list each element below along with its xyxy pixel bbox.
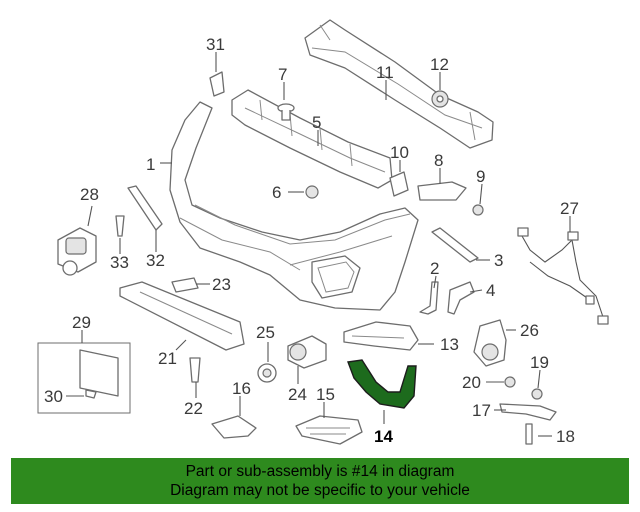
part-31-bracket[interactable] bbox=[209, 71, 225, 97]
part-22-clip[interactable] bbox=[189, 357, 201, 383]
callout-11: 11 bbox=[376, 63, 394, 82]
part-33-clip[interactable] bbox=[115, 215, 125, 237]
callout-22: 22 bbox=[184, 399, 203, 418]
callout-14-highlighted: 14 bbox=[374, 427, 393, 446]
callout-13: 13 bbox=[440, 335, 459, 354]
part-12-nut[interactable] bbox=[431, 90, 449, 108]
callout-28: 28 bbox=[80, 185, 99, 204]
part-14-highlighted[interactable] bbox=[347, 359, 417, 409]
part-5-energy-absorber[interactable] bbox=[231, 89, 393, 189]
part-10-bracket[interactable] bbox=[389, 171, 409, 197]
part-20-screw[interactable] bbox=[504, 376, 516, 388]
callout-26: 26 bbox=[520, 321, 539, 340]
callout-9: 9 bbox=[476, 167, 485, 186]
part-2-clip[interactable] bbox=[419, 281, 439, 315]
callout-2: 2 bbox=[430, 259, 439, 278]
part-28-sensor[interactable] bbox=[57, 227, 97, 276]
callout-3: 3 bbox=[494, 251, 503, 270]
part-13-bracket[interactable] bbox=[343, 321, 419, 351]
callout-labels: 1 2 3 4 5 6 7 8 9 10 11 12 13 14 15 16 1… bbox=[44, 35, 579, 446]
callout-16: 16 bbox=[232, 379, 251, 398]
callout-30: 30 bbox=[44, 387, 63, 406]
callout-32: 32 bbox=[146, 251, 165, 270]
part-15-grille[interactable] bbox=[295, 415, 363, 445]
banner-line-1: Part or sub-assembly is #14 in diagram bbox=[185, 463, 455, 480]
part-24-sensor[interactable] bbox=[287, 335, 327, 369]
callout-4: 4 bbox=[486, 281, 495, 300]
callout-24: 24 bbox=[288, 385, 307, 404]
callout-33: 33 bbox=[110, 253, 129, 272]
part-17-bracket[interactable] bbox=[499, 403, 557, 421]
part-1-bumper-cover[interactable] bbox=[169, 101, 419, 311]
info-banner: Part or sub-assembly is #14 in diagram D… bbox=[11, 458, 629, 504]
callout-6: 6 bbox=[272, 183, 281, 202]
part-11-reinforcement-beam[interactable] bbox=[304, 19, 494, 149]
part-6-screw[interactable] bbox=[305, 185, 319, 199]
callout-29: 29 bbox=[72, 313, 91, 332]
callout-5: 5 bbox=[312, 113, 321, 132]
part-3-trim-strip[interactable] bbox=[431, 227, 479, 263]
callout-12: 12 bbox=[430, 55, 449, 74]
callout-1: 1 bbox=[146, 155, 155, 174]
part-19-clip[interactable] bbox=[531, 388, 543, 400]
part-32-strip[interactable] bbox=[127, 185, 163, 231]
part-8-trim[interactable] bbox=[417, 181, 467, 201]
part-23-clip[interactable] bbox=[171, 277, 199, 293]
callout-7: 7 bbox=[278, 65, 287, 84]
part-16-fog-lamp[interactable] bbox=[211, 415, 257, 439]
part-26-sensor[interactable] bbox=[473, 319, 507, 367]
callout-19: 19 bbox=[530, 353, 549, 372]
part-9-screw[interactable] bbox=[472, 204, 484, 216]
callout-21: 21 bbox=[158, 349, 177, 368]
callout-10: 10 bbox=[390, 143, 409, 162]
part-7-push-clip[interactable] bbox=[277, 103, 295, 121]
callout-8: 8 bbox=[434, 151, 443, 170]
parts-diagram: 1 2 3 4 5 6 7 8 9 10 11 12 13 14 15 16 1… bbox=[37, 19, 609, 446]
part-18-bolt[interactable] bbox=[525, 423, 533, 445]
callout-15: 15 bbox=[316, 385, 335, 404]
part-21-undershield[interactable] bbox=[119, 281, 245, 351]
callout-25: 25 bbox=[256, 323, 275, 342]
part-25-ring[interactable] bbox=[257, 363, 277, 383]
part-4-clip[interactable] bbox=[447, 281, 475, 315]
part-27-wiring-harness[interactable] bbox=[517, 227, 609, 325]
callout-17: 17 bbox=[472, 401, 491, 420]
part-29-license-bracket-inset[interactable] bbox=[37, 342, 131, 414]
banner-line-2: Diagram may not be specific to your vehi… bbox=[170, 482, 470, 499]
callout-23: 23 bbox=[212, 275, 231, 294]
callout-31: 31 bbox=[206, 35, 225, 54]
callout-27: 27 bbox=[560, 199, 579, 218]
callout-20: 20 bbox=[462, 373, 481, 392]
leader-lines bbox=[66, 52, 571, 437]
callout-18: 18 bbox=[556, 427, 575, 446]
